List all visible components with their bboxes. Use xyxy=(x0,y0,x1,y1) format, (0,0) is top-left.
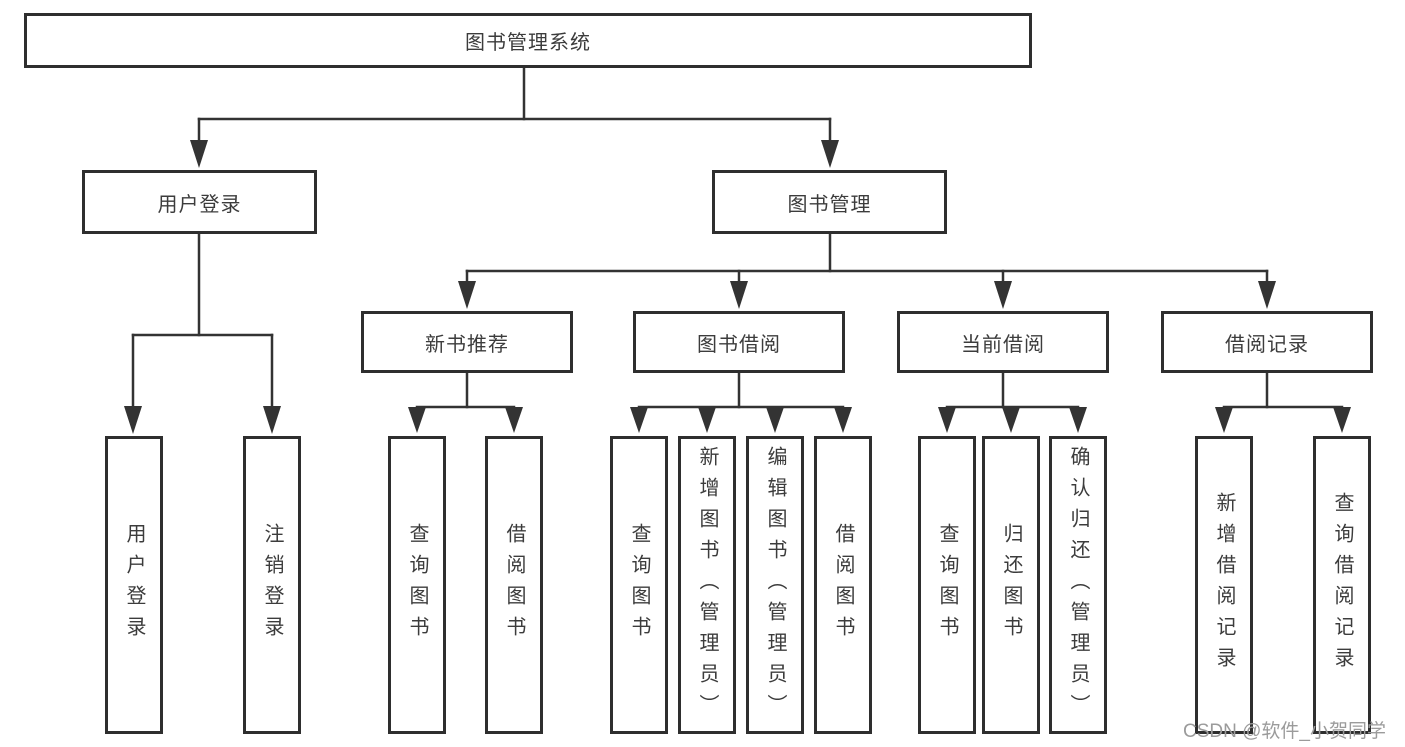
leaf-query-books-recommend: 查询图书 xyxy=(388,436,446,734)
leaf-label: 查询借阅记录 xyxy=(1331,492,1353,678)
node-current-borrowing: 当前借阅 xyxy=(897,311,1109,373)
node-label: 图书管理 xyxy=(787,193,872,216)
node-library-management-system: 图书管理系统 xyxy=(24,13,1032,68)
leaf-user-login: 用户登录 xyxy=(105,436,163,734)
leaf-edit-book-admin: 编辑图书（管理员） xyxy=(746,436,804,734)
leaf-return-books: 归还图书 xyxy=(982,436,1040,734)
leaf-label: 归还图书 xyxy=(1000,523,1022,647)
node-book-borrowing: 图书借阅 xyxy=(633,311,845,373)
leaf-logout: 注销登录 xyxy=(243,436,301,734)
leaf-label: 确认归还（管理员） xyxy=(1067,445,1089,725)
leaf-label: 查询图书 xyxy=(406,523,428,647)
node-label: 用户登录 xyxy=(157,193,242,216)
node-book-management: 图书管理 xyxy=(712,170,947,234)
leaf-borrow-books-borrowing: 借阅图书 xyxy=(814,436,872,734)
leaf-label: 用户登录 xyxy=(123,523,145,647)
leaf-add-borrow-record: 新增借阅记录 xyxy=(1195,436,1253,734)
node-label: 新书推荐 xyxy=(425,333,509,356)
leaf-query-borrow-record: 查询借阅记录 xyxy=(1313,436,1371,734)
leaf-borrow-books-recommend: 借阅图书 xyxy=(485,436,543,734)
leaf-query-books-borrowing: 查询图书 xyxy=(610,436,668,734)
leaf-label: 查询图书 xyxy=(628,523,650,647)
node-label: 图书管理系统 xyxy=(465,32,591,54)
leaf-label: 查询图书 xyxy=(936,523,958,647)
leaf-label: 新增借阅记录 xyxy=(1213,492,1235,678)
node-label: 当前借阅 xyxy=(961,333,1045,356)
node-user-login: 用户登录 xyxy=(82,170,317,234)
node-label: 借阅记录 xyxy=(1225,333,1309,356)
node-borrowing-records: 借阅记录 xyxy=(1161,311,1373,373)
node-new-book-recommendation: 新书推荐 xyxy=(361,311,573,373)
leaf-label: 编辑图书（管理员） xyxy=(764,445,786,725)
leaf-label: 注销登录 xyxy=(261,523,283,647)
node-label: 图书借阅 xyxy=(697,333,781,356)
leaf-label: 借阅图书 xyxy=(832,523,854,647)
leaf-label: 新增图书（管理员） xyxy=(696,445,718,725)
watermark: CSDN @软件_小贺同学 xyxy=(1183,721,1386,742)
leaf-query-books-current: 查询图书 xyxy=(918,436,976,734)
leaf-confirm-return-admin: 确认归还（管理员） xyxy=(1049,436,1107,734)
leaf-add-book-admin: 新增图书（管理员） xyxy=(678,436,736,734)
leaf-label: 借阅图书 xyxy=(503,523,525,647)
